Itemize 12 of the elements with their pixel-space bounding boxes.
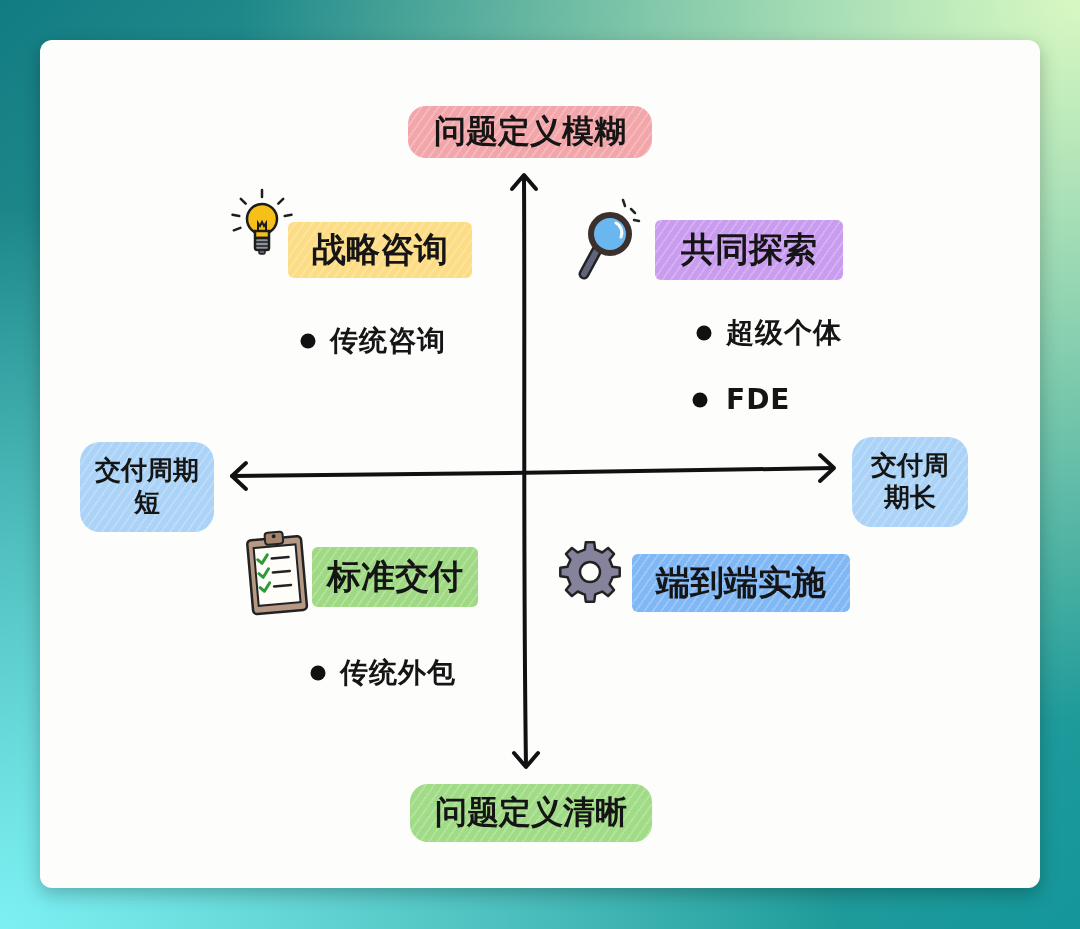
axis-label: 交付周期短 xyxy=(80,442,214,532)
quadrant-title: 端到端实施 xyxy=(632,554,850,612)
list-item: FDE xyxy=(726,382,791,417)
axis-label: 交付周期长 xyxy=(852,437,968,527)
axis-label: 问题定义模糊 xyxy=(408,106,652,158)
list-item: 传统外包 xyxy=(340,655,456,690)
quadrant-title: 共同探索 xyxy=(655,220,843,280)
list-item: 超级个体 xyxy=(726,315,842,350)
quadrant-title: 战略咨询 xyxy=(288,222,472,278)
list-item: 传统咨询 xyxy=(330,323,446,358)
axis-label: 问题定义清晰 xyxy=(410,784,652,842)
quadrant-title: 标准交付 xyxy=(312,547,478,607)
